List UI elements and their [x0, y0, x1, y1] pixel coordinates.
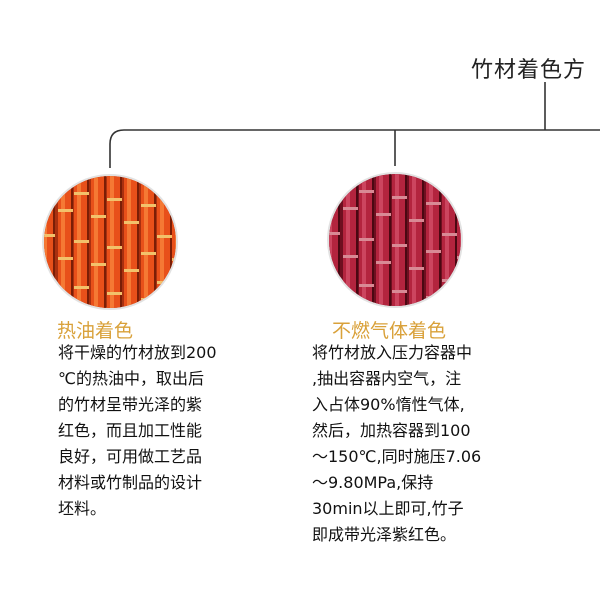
bamboo-node — [392, 290, 407, 293]
bamboo-crimson-icon — [329, 174, 461, 306]
description-line: 30min以上即可,竹子 — [312, 499, 464, 518]
bamboo-node — [409, 219, 424, 222]
bamboo-node — [44, 234, 55, 237]
bamboo-stalk — [457, 174, 461, 306]
description-line: 良好，可用做工艺品 — [58, 447, 203, 466]
bamboo-node — [172, 258, 176, 261]
method-heading-inert-gas: 不燃气体着色 — [332, 320, 447, 342]
connector-line-branch — [109, 129, 600, 168]
bamboo-stalk — [409, 174, 424, 306]
description-line: 将竹材放入压力容器中 — [312, 343, 473, 362]
description-line: ～9.80MPa,保持 — [312, 473, 434, 492]
description-line: 的竹材呈带光泽的紫 — [58, 395, 203, 414]
bamboo-node — [124, 269, 139, 272]
method-description-inert-gas: 将竹材放入压力容器中 ,抽出容器内空气，注 入占体90%惰性气体, 然后，加热容… — [312, 340, 481, 548]
bamboo-stalk — [376, 174, 391, 306]
description-line: 即成带光泽紫红色。 — [312, 525, 457, 544]
method-description-hot-oil: 将干燥的竹材放到200 ℃的热油中，取出后 的竹材呈带光泽的紫 红色，而且加工性… — [58, 340, 217, 522]
bamboo-node — [392, 196, 407, 199]
bamboo-stalk — [107, 176, 122, 308]
bamboo-node — [141, 204, 156, 207]
bamboo-node — [426, 202, 441, 205]
bamboo-stalk — [124, 176, 139, 308]
description-line: 入占体90%惰性气体, — [312, 395, 465, 414]
bamboo-node — [58, 257, 73, 260]
bamboo-node — [343, 255, 358, 258]
bamboo-node — [409, 267, 424, 270]
bamboo-node — [107, 198, 122, 201]
bamboo-stalk — [426, 174, 441, 306]
bamboo-orange-icon — [44, 176, 176, 308]
bamboo-node — [74, 240, 89, 243]
diagram-title: 竹材着色方 — [471, 58, 587, 83]
bamboo-node — [392, 244, 407, 247]
bamboo-node — [343, 207, 358, 210]
bamboo-stalk — [329, 174, 340, 306]
description-line: ～150℃,同时施压7.06 — [312, 447, 482, 466]
bamboo-stalk — [343, 174, 358, 306]
hot-oil-bamboo-image — [42, 174, 178, 310]
inert-gas-bamboo-image — [327, 172, 463, 308]
bamboo-node — [426, 250, 441, 253]
bamboo-node — [442, 233, 457, 236]
bamboo-node — [376, 261, 391, 264]
description-line: ℃的热油中，取出后 — [58, 369, 204, 388]
description-line: 坯料。 — [58, 499, 107, 518]
bamboo-stalk — [58, 176, 73, 308]
bamboo-node — [107, 292, 122, 295]
bamboo-node — [74, 192, 89, 195]
bamboo-stalk — [392, 174, 407, 306]
bamboo-node — [107, 246, 122, 249]
bamboo-node — [141, 252, 156, 255]
bamboo-node — [74, 286, 89, 289]
bamboo-node — [359, 238, 374, 241]
bamboo-node — [376, 213, 391, 216]
bamboo-node — [157, 235, 172, 238]
bamboo-node — [359, 190, 374, 193]
bamboo-stalk — [172, 176, 176, 308]
method-heading-hot-oil: 热油着色 — [57, 320, 134, 342]
bamboo-node — [91, 215, 106, 218]
description-line: 材料或竹制品的设计 — [58, 473, 203, 492]
description-line: 红色，而且加工性能 — [58, 421, 203, 440]
bamboo-node — [457, 256, 461, 259]
description-line: ,抽出容器内空气，注 — [312, 369, 462, 388]
bamboo-node — [124, 221, 139, 224]
bamboo-node — [91, 263, 106, 266]
bamboo-node — [58, 209, 73, 212]
bamboo-stalk — [141, 176, 156, 308]
bamboo-node — [329, 232, 340, 235]
description-line: 然后，加热容器到100 — [312, 421, 471, 440]
bamboo-stalk — [91, 176, 106, 308]
bamboo-stalk — [44, 176, 55, 308]
bamboo-node — [359, 284, 374, 287]
description-line: 将干燥的竹材放到200 — [58, 343, 217, 362]
